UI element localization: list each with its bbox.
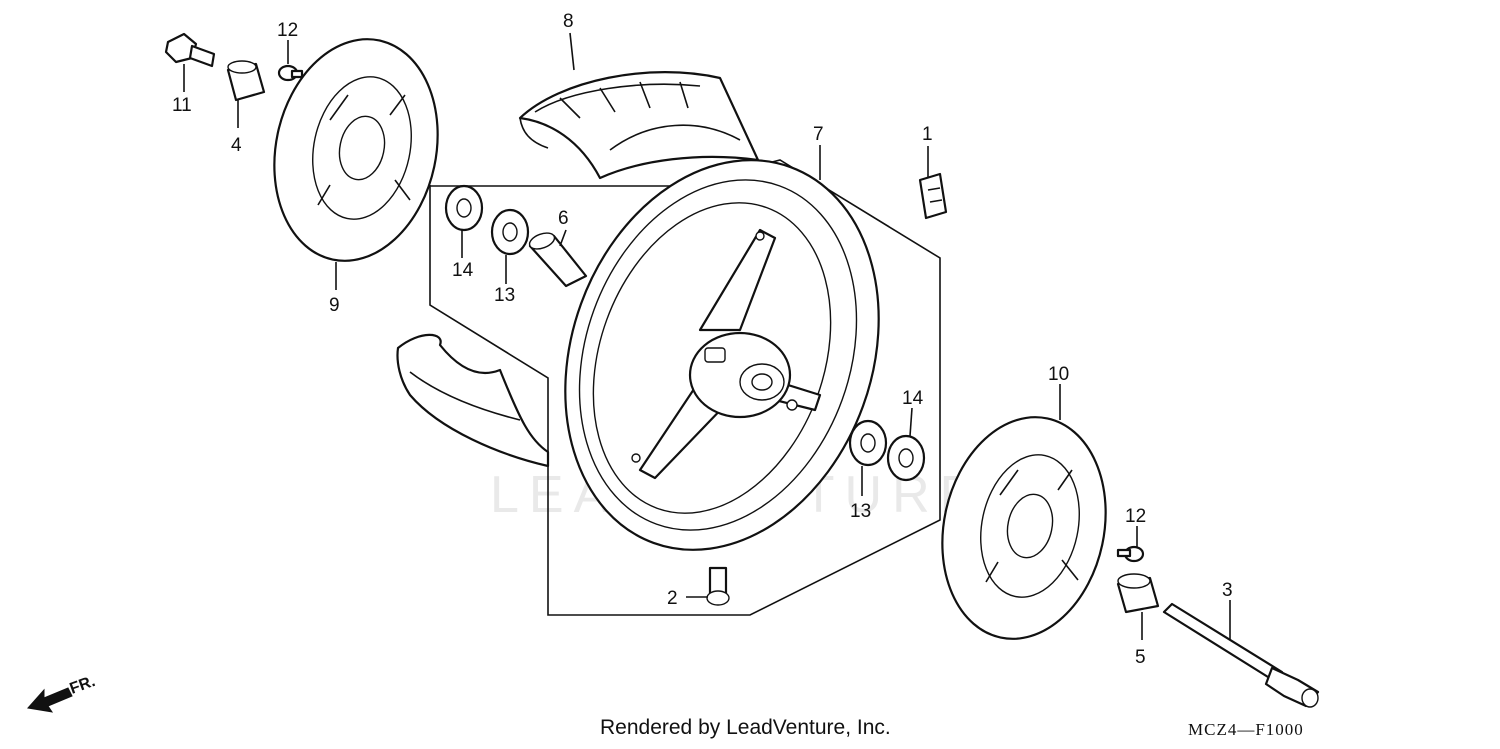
front-fender-lower (396, 333, 550, 468)
front-direction-arrow-icon: FR. (27, 673, 98, 713)
callout-4: 4 (231, 135, 242, 156)
callout-11: 11 (172, 95, 192, 116)
callout-labels: 1 2 3 4 5 6 7 8 9 10 11 12 12 13 13 14 1… (172, 11, 1233, 668)
callout-1: 1 (922, 124, 933, 145)
callout-14-left: 14 (452, 260, 474, 281)
tire-valve (706, 566, 730, 606)
front-direction-label: FR. (68, 673, 98, 698)
callout-12-bottom: 12 (1125, 506, 1146, 527)
dust-seal-right (886, 434, 926, 482)
diagram-code: MCZ4—F1000 (1188, 720, 1304, 739)
callout-10: 10 (1048, 364, 1069, 385)
flange-bolt (164, 32, 216, 68)
brake-disc-right (941, 416, 1107, 640)
wheel-rim (564, 159, 880, 551)
callout-13-left: 13 (494, 285, 515, 306)
distance-collar (528, 232, 588, 288)
callout-8: 8 (563, 11, 574, 32)
leader-lines (183, 32, 1231, 640)
callout-12-top: 12 (277, 20, 298, 41)
callout-13-right: 13 (850, 501, 871, 522)
callout-3: 3 (1222, 580, 1233, 601)
radial-bearing-left (490, 208, 530, 256)
balance-weight (918, 172, 948, 220)
front-axle (1162, 602, 1320, 708)
callout-5: 5 (1135, 647, 1146, 668)
side-collar-left (226, 60, 266, 102)
callout-14-right: 14 (902, 388, 924, 409)
brake-disc-left (273, 38, 439, 262)
callout-6: 6 (558, 208, 569, 229)
dust-seal-left (444, 184, 484, 232)
radial-bearing-right (848, 419, 888, 467)
disc-screw-bottom (1116, 545, 1145, 563)
render-credit: Rendered by LeadVenture, Inc. (600, 716, 891, 739)
callout-2: 2 (667, 588, 678, 609)
callout-7: 7 (813, 124, 824, 145)
callout-9: 9 (329, 295, 340, 316)
front-fender-upper (518, 71, 760, 180)
disc-screw-top (277, 64, 304, 82)
side-collar-right (1116, 573, 1160, 614)
